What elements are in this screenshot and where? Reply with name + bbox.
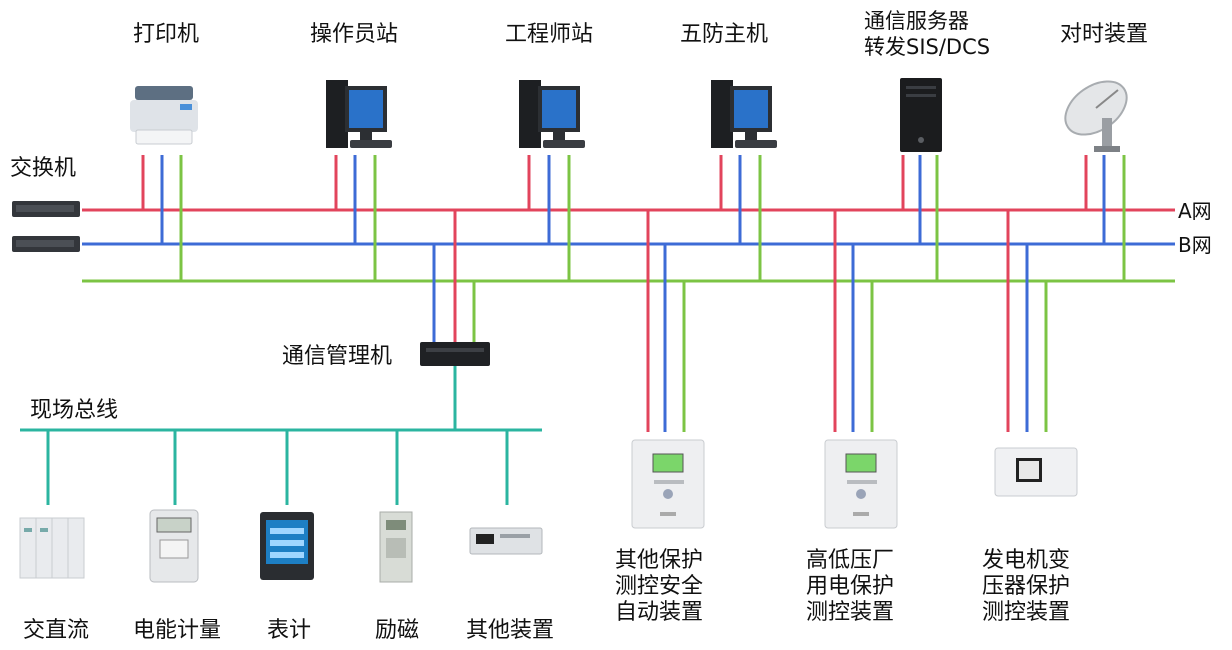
- excitation-cabinet-icon: [379, 511, 413, 583]
- panel-meter-icon: [260, 512, 314, 580]
- engineer-station-drops: [527, 155, 571, 281]
- five-prevention-drops: [719, 155, 762, 281]
- server-tower-icon: [900, 78, 942, 152]
- ac-dc-panel-icon: [19, 517, 85, 579]
- excitation-label: 励磁: [374, 618, 420, 643]
- other-device-icon: [469, 527, 543, 555]
- operator-station-drops: [334, 155, 377, 281]
- satellite-dish-icon: [1064, 80, 1128, 152]
- comm-server-drops: [901, 155, 939, 281]
- time-sync-label: 对时装置: [1059, 22, 1149, 47]
- switch-a-icon: [12, 201, 80, 217]
- printer-drops: [141, 155, 183, 281]
- a-network-label: A网: [1178, 199, 1212, 223]
- protection-1-drops: [646, 210, 686, 432]
- engineer-station-label: 工程师站: [504, 22, 594, 47]
- protection-relay-3-icon: [994, 447, 1078, 497]
- protection-2-drops: [833, 210, 874, 432]
- other-device-label: 其他装置: [465, 618, 555, 643]
- protection-relay-1-icon: [631, 439, 705, 529]
- comm-manager-label: 通信管理机: [282, 344, 393, 369]
- engineer-pc-icon: [519, 80, 585, 148]
- b-network-label: B网: [1178, 233, 1212, 257]
- meter-label: 表计: [266, 618, 312, 643]
- energy-meter-label: 电能计量: [132, 618, 222, 643]
- five-prevention-host-label: 五防主机: [679, 22, 769, 47]
- comm-manager-icon: [420, 342, 490, 366]
- protection-1-label: 其他保护 测控安全 自动装置: [615, 548, 704, 625]
- protection-relay-2-icon: [824, 439, 898, 529]
- operator-station-label: 操作员站: [309, 22, 399, 47]
- operator-pc-icon: [326, 80, 392, 148]
- printer-label: 打印机: [132, 22, 200, 47]
- protection-2-label: 高低压厂 用电保护 测控装置: [806, 548, 895, 625]
- comm-manager-drops: [432, 210, 476, 342]
- field-bus-drops: [46, 430, 509, 505]
- protection-3-drops: [1006, 210, 1048, 432]
- switch-b-icon: [12, 236, 80, 252]
- protection-3-label: 发电机变 压器保护 测控装置: [982, 548, 1071, 625]
- switch-label: 交换机: [10, 156, 77, 181]
- five-prevention-pc-icon: [711, 80, 777, 148]
- energy-meter-icon: [149, 509, 199, 583]
- time-sync-drops: [1084, 155, 1126, 281]
- printer-icon: [130, 86, 198, 145]
- field-bus-label: 现场总线: [30, 398, 119, 423]
- ac-dc-label: 交直流: [22, 618, 90, 643]
- comm-server-label: 通信服务器 转发SIS/DCS: [864, 9, 991, 59]
